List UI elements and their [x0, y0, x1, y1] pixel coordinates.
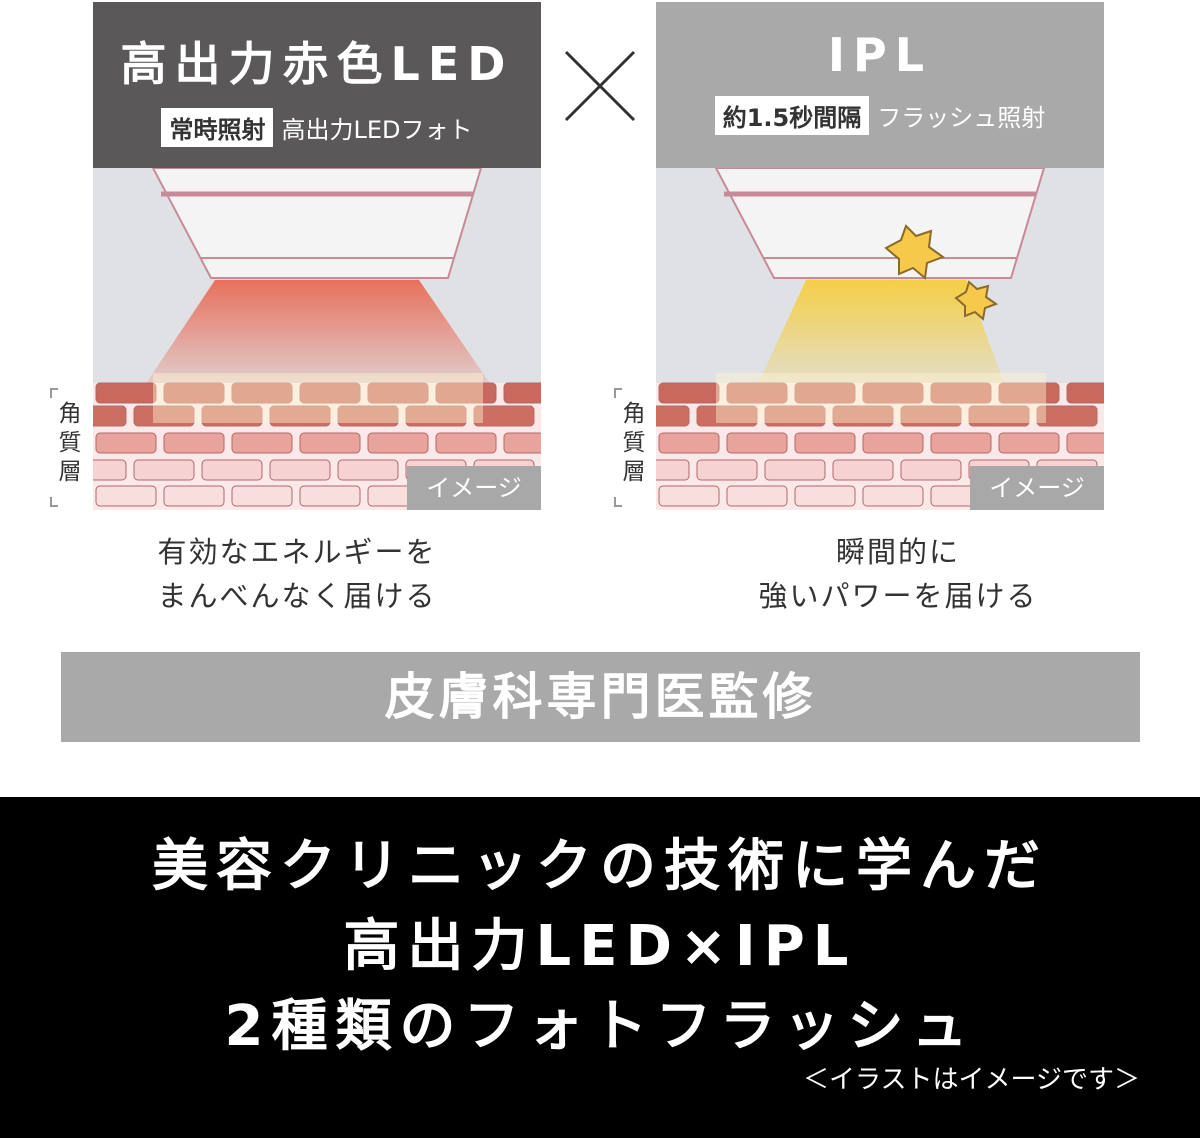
- skin-brick: [133, 459, 195, 481]
- skin-brick: [201, 405, 263, 427]
- skin-brick: [696, 405, 758, 427]
- skin-brick: [658, 432, 720, 454]
- skin-brick: [794, 432, 856, 454]
- skin-brick: [269, 459, 331, 481]
- led-header: 高出力赤色LED 常時照射高出力LEDフォト: [93, 2, 541, 168]
- ipl-illustration: イメージ: [656, 168, 1104, 510]
- light-beam: [143, 280, 493, 388]
- skin-brick: [1066, 382, 1104, 404]
- skin-brick: [1066, 432, 1104, 454]
- skin-brick: [231, 382, 293, 404]
- skin-brick: [726, 432, 788, 454]
- headline-line: 2種類のフォトフラッシュ: [224, 994, 976, 1059]
- skin-brick: [862, 485, 924, 507]
- headline-line: 高出力LED×IPL: [343, 914, 857, 979]
- image-tag: イメージ: [407, 466, 541, 510]
- times-icon: [564, 50, 636, 122]
- flash-burst-icon: [954, 280, 999, 321]
- skin-brick: [95, 382, 157, 404]
- skin-brick: [405, 405, 467, 427]
- skin-brick: [435, 382, 497, 404]
- skin-brick: [930, 382, 992, 404]
- led-caption: 有効なエネルギーをまんべんなく届ける: [157, 535, 437, 613]
- skin-brick: [968, 405, 1030, 427]
- skin-brick: [95, 432, 157, 454]
- skin-brick: [95, 485, 157, 507]
- skin-brick: [764, 405, 826, 427]
- skin-brick: [862, 382, 924, 404]
- skin-brick: [998, 432, 1060, 454]
- skin-brick: [900, 405, 962, 427]
- ipl-subtitle: フラッシュ照射: [877, 104, 1046, 132]
- ipl-header: IPL 約1.5秒間隔フラッシュ照射: [656, 2, 1104, 168]
- image-tag: イメージ: [970, 466, 1104, 510]
- skin-brick: [435, 432, 497, 454]
- led-illustration: イメージ: [93, 168, 541, 510]
- skin-brick: [764, 459, 826, 481]
- stratum-corneum-label: 角質層: [50, 388, 82, 507]
- skin-brick: [231, 432, 293, 454]
- skin-brick: [133, 405, 195, 427]
- skin-brick: [832, 459, 894, 481]
- skin-brick: [93, 405, 127, 427]
- ipl-caption: 瞬間的に強いパワーを届ける: [758, 535, 1038, 613]
- skin-brick: [231, 485, 293, 507]
- skin-brick: [862, 432, 924, 454]
- skin-brick: [656, 405, 690, 427]
- ipl-title: IPL: [827, 28, 933, 82]
- skin-brick: [930, 432, 992, 454]
- led-badge: 常時照射: [161, 108, 274, 147]
- skin-brick: [201, 459, 263, 481]
- flash-burst-icon: [884, 224, 946, 280]
- skin-brick: [656, 459, 690, 481]
- skin-brick: [163, 485, 225, 507]
- skin-brick: [299, 485, 361, 507]
- skin-brick: [696, 459, 758, 481]
- skin-brick: [726, 485, 788, 507]
- skin-brick: [337, 459, 399, 481]
- skin-brick: [503, 432, 541, 454]
- skin-brick: [900, 459, 962, 481]
- skin-brick: [473, 405, 535, 427]
- flash-beam: [756, 280, 1006, 388]
- skin-brick: [503, 382, 541, 404]
- skin-brick: [658, 382, 720, 404]
- supervision-banner: 皮膚科専門医監修: [61, 652, 1140, 742]
- skin-brick: [832, 405, 894, 427]
- skin-brick: [337, 405, 399, 427]
- illustration-note: ＜イラストはイメージです＞: [803, 1065, 1140, 1095]
- skin-brick: [794, 382, 856, 404]
- skin-brick: [269, 405, 331, 427]
- skin-brick: [93, 459, 127, 481]
- skin-brick: [1036, 405, 1098, 427]
- skin-brick: [367, 432, 429, 454]
- skin-brick: [299, 432, 361, 454]
- headline-line: 美容クリニックの技術に学んだ: [152, 834, 1048, 899]
- skin-brick: [163, 382, 225, 404]
- skin-brick: [299, 382, 361, 404]
- headline-section: 美容クリニックの技術に学んだ 高出力LED×IPL 2種類のフォトフラッシュ ＜…: [0, 797, 1200, 1138]
- skin-brick: [794, 485, 856, 507]
- skin-brick: [658, 485, 720, 507]
- skin-brick: [726, 382, 788, 404]
- skin-brick: [998, 382, 1060, 404]
- skin-brick: [163, 432, 225, 454]
- ipl-badge: 約1.5秒間隔: [714, 96, 870, 135]
- led-subtitle: 高出力LEDフォト: [281, 116, 473, 144]
- led-title: 高出力赤色LED: [120, 37, 514, 91]
- skin-brick: [367, 382, 429, 404]
- stratum-corneum-label: 角質層: [614, 388, 646, 507]
